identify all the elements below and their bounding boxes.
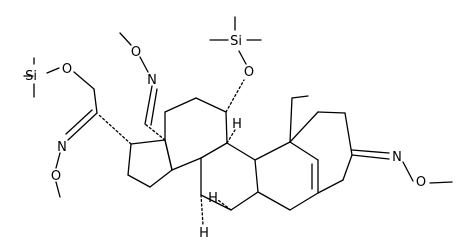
si-top-label: Si [230, 34, 242, 49]
o-siloxy-left-label: O [62, 62, 72, 77]
n-left-label: N [57, 140, 67, 155]
o-methoxy-left-label: O [51, 169, 61, 184]
atom-label-layer: Si O N O O N Si O H H H N O [25, 34, 426, 241]
si-left-label: Si [25, 69, 37, 84]
h-c9-label: H [232, 117, 242, 132]
n-top-label: N [147, 73, 157, 88]
h-c14-label: H [199, 226, 209, 241]
h-c8-label: H [208, 191, 218, 206]
bond-layer [23, 16, 453, 226]
n-right-label: N [392, 150, 402, 165]
o-siloxy-top-label: O [244, 65, 254, 80]
o-methoxy-right-label: O [416, 175, 426, 190]
o-top-oxime-label: O [131, 45, 141, 60]
